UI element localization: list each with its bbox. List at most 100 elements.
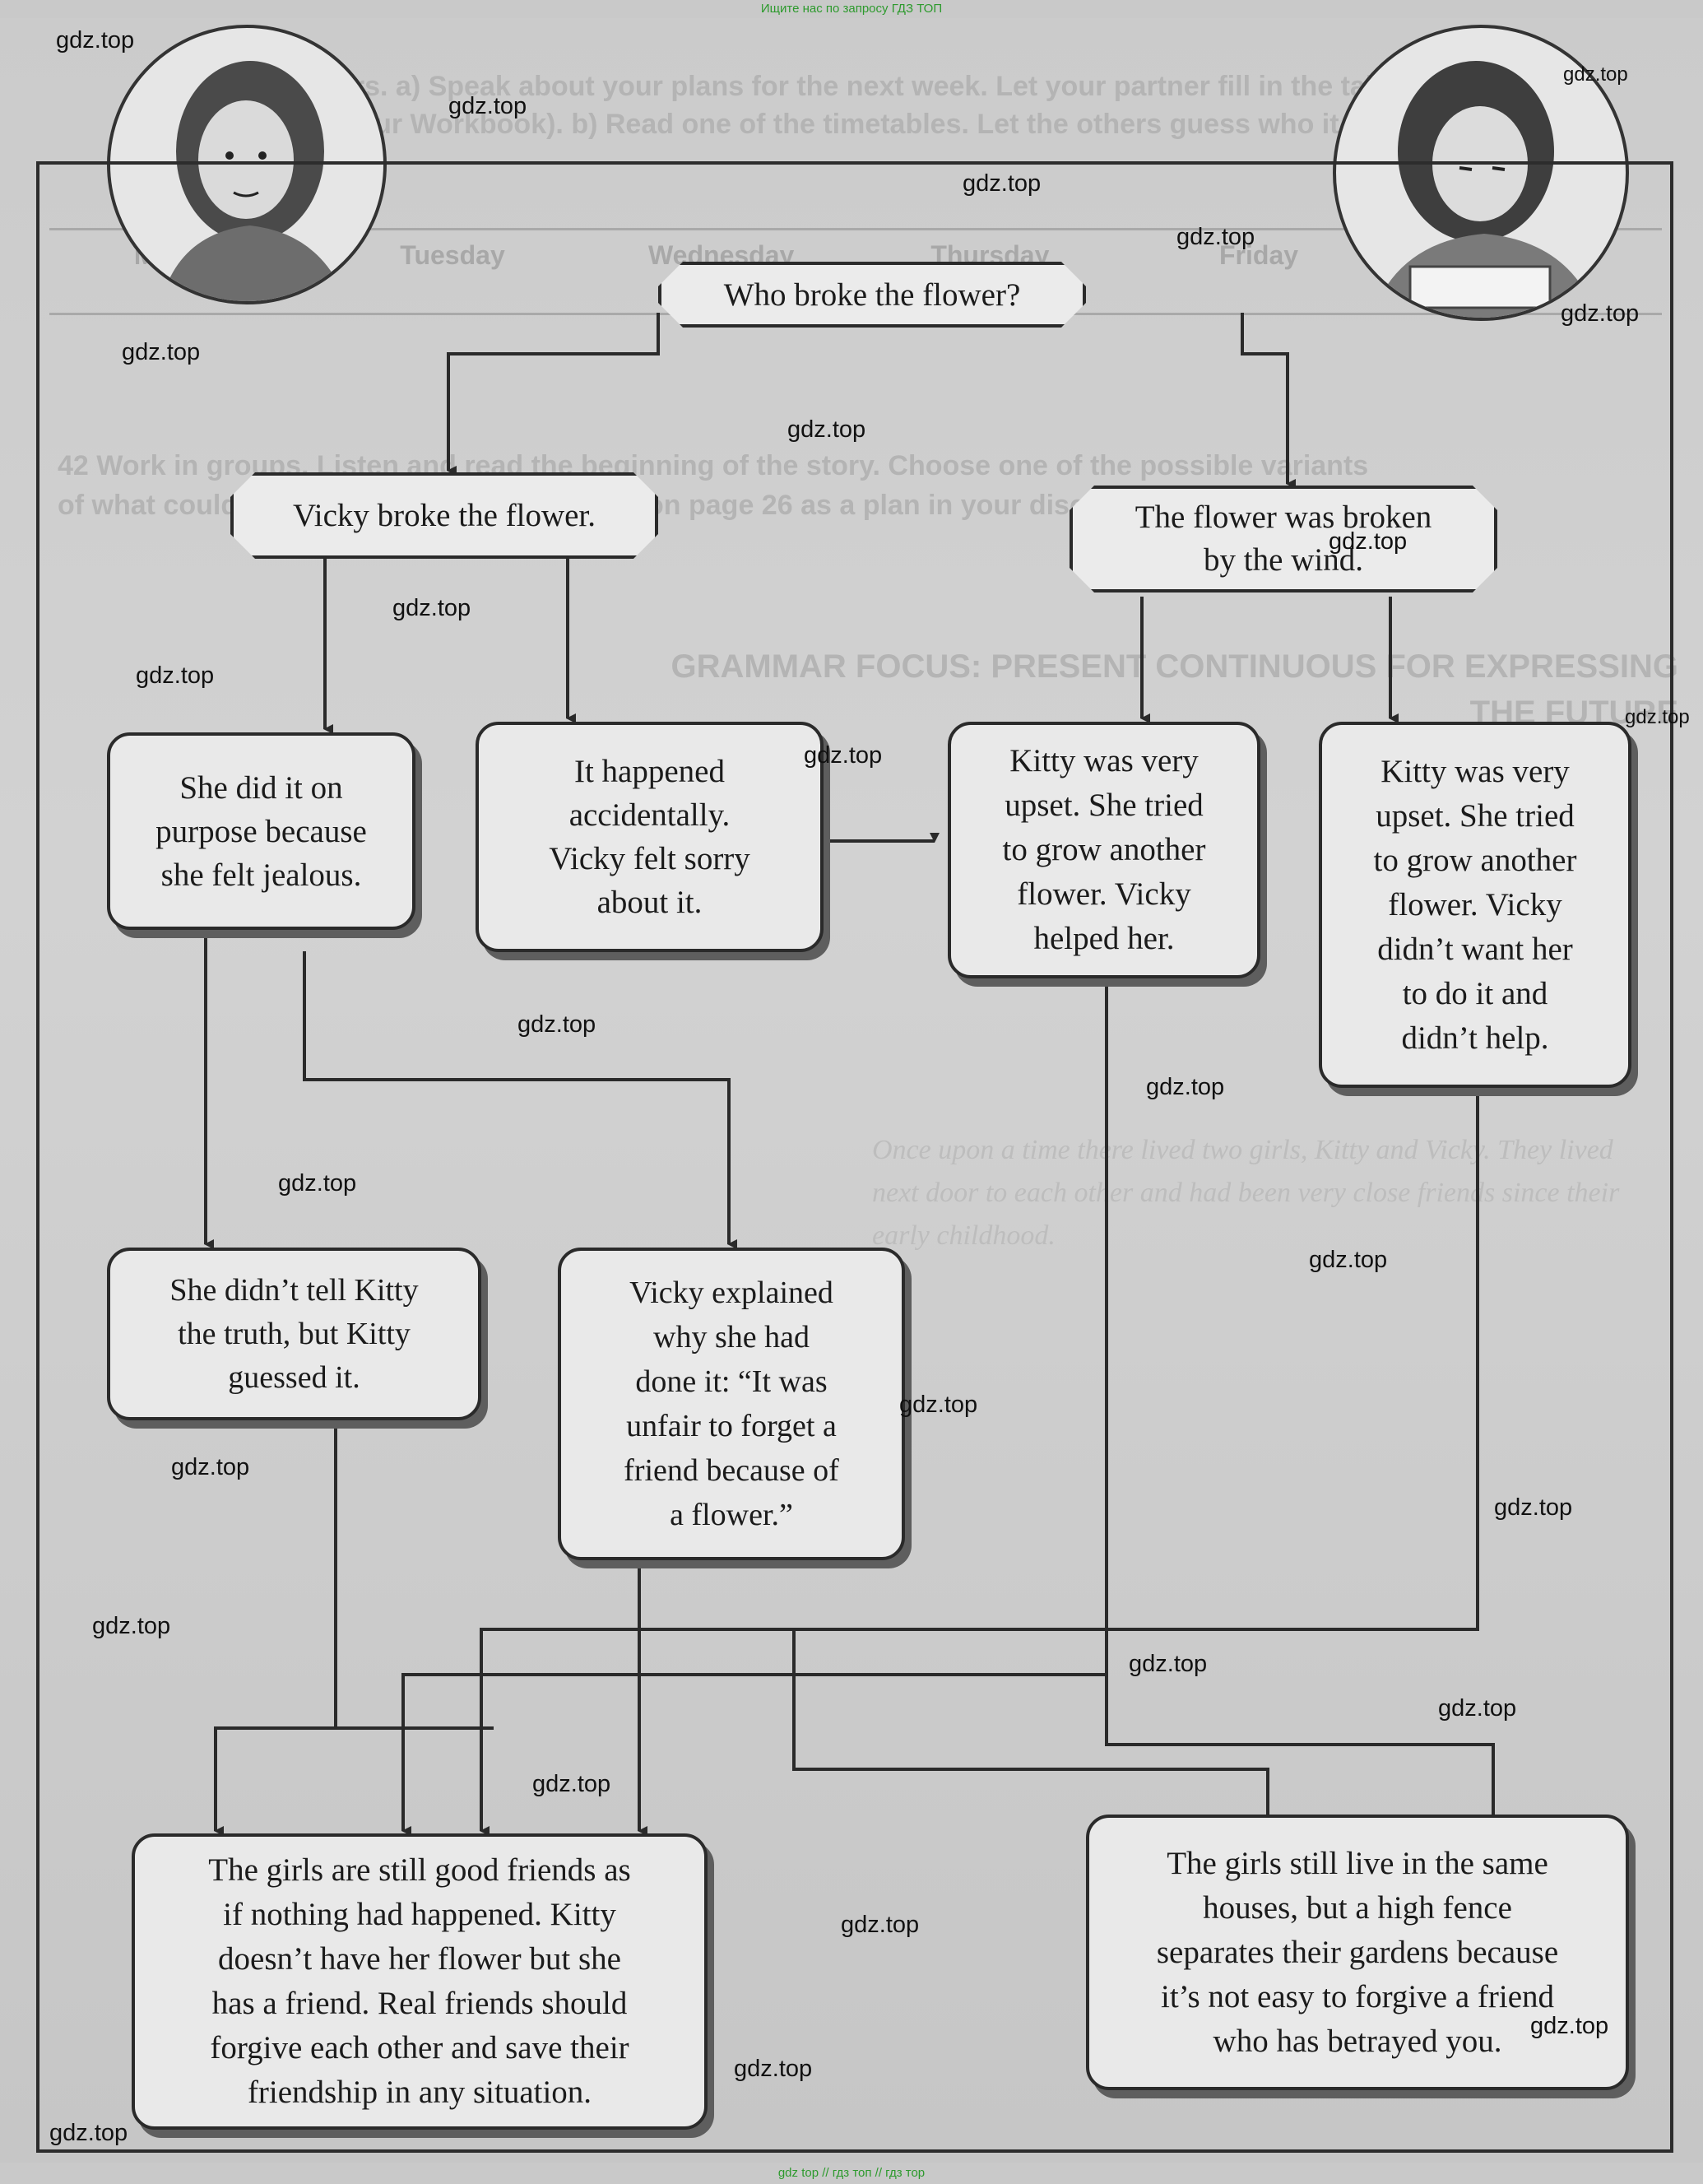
connector-bad-split bbox=[792, 1629, 1276, 1836]
right-a-line: to grow another bbox=[1002, 832, 1206, 867]
ending-fence-line: it’s not easy to forgive a friend bbox=[1161, 1978, 1554, 2014]
watermark: gdz.top bbox=[1494, 1494, 1573, 1521]
ending-friends-line: doesn’t have her flower but she bbox=[218, 1941, 621, 1977]
branch-left-box: Vicky broke the flower. bbox=[230, 472, 658, 559]
watermark: gdz.top bbox=[1129, 1651, 1208, 1677]
connector-right-b-end bbox=[480, 1096, 1479, 1836]
ending-fence-line: The girls still live in the same bbox=[1167, 1845, 1548, 1881]
watermark: gdz.top bbox=[963, 170, 1042, 197]
right-a-box: Kitty was very upset. She tried to grow … bbox=[948, 722, 1260, 978]
watermark: gdz.top bbox=[517, 1011, 596, 1038]
mid-b-line: Vicky explained bbox=[629, 1276, 833, 1310]
mid-a-line: guessed it. bbox=[228, 1359, 360, 1395]
watermark: gdz.top bbox=[1625, 706, 1690, 728]
mid-b-line: done it: “It was bbox=[635, 1364, 828, 1399]
connector-root-right bbox=[1241, 313, 1296, 489]
connector-right-a-end bbox=[401, 978, 1108, 1836]
kitty-portrait bbox=[107, 25, 387, 304]
left-a-line: she felt jealous. bbox=[160, 857, 362, 893]
right-a-line: Kitty was very bbox=[1009, 743, 1199, 778]
ending-fence-line: separates their gardens because bbox=[1156, 1934, 1559, 1970]
right-b-line: flower. Vicky bbox=[1388, 886, 1562, 922]
bottom-banner[interactable]: gdz top // гдз топ // гдз тор bbox=[777, 2166, 926, 2180]
mid-b-line: a flower.” bbox=[670, 1498, 793, 1532]
grammar-focus-title: GRAMMAR FOCUS: PRESENT CONTINUOUS FOR EX… bbox=[671, 648, 1678, 731]
watermark: gdz.top bbox=[899, 1392, 978, 1418]
right-a-line: flower. Vicky bbox=[1017, 876, 1191, 912]
right-b-line: didn’t help. bbox=[1401, 1020, 1549, 1056]
branch-left-text: Vicky broke the flower. bbox=[292, 498, 596, 533]
watermark: gdz.top bbox=[1561, 300, 1640, 327]
watermark: gdz.top bbox=[787, 416, 866, 443]
top-banner[interactable]: Ищите нас по запросу ГДЗ ТОП bbox=[760, 2, 943, 16]
watermark: gdz.top bbox=[1438, 1695, 1517, 1722]
mid-a-line: the truth, but Kitty bbox=[178, 1316, 411, 1351]
watermark: gdz.top bbox=[122, 339, 201, 365]
branch-right-line2: by the wind. bbox=[1204, 542, 1363, 578]
ending-friends-box: The girls are still good friends as if n… bbox=[132, 1833, 708, 2130]
ending-friends-line: has a friend. Real friends should bbox=[211, 1986, 628, 2021]
watermark: gdz.top bbox=[532, 1771, 611, 1797]
watermark: gdz.top bbox=[1329, 528, 1408, 555]
watermark: gdz.top bbox=[734, 2056, 813, 2082]
ending-fence-box: The girls still live in the same houses,… bbox=[1086, 1815, 1629, 2090]
left-a-line: purpose because bbox=[155, 813, 367, 849]
mid-a-line: She didn’t tell Kitty bbox=[169, 1272, 419, 1308]
exercise-41-text: 41 Work in pairs. a) Speak about your pl… bbox=[165, 71, 1570, 140]
right-b-box: Kitty was very upset. She tried to grow … bbox=[1319, 722, 1631, 1088]
watermark: gdz.top bbox=[1530, 2013, 1609, 2039]
watermark: gdz.top bbox=[804, 742, 883, 769]
ending-friends-line: forgive each other and save their bbox=[210, 2030, 629, 2066]
watermark: gdz.top bbox=[136, 662, 215, 689]
right-a-line: helped her. bbox=[1033, 921, 1175, 956]
left-b-line: Vicky felt sorry bbox=[549, 841, 750, 876]
scheme-frame bbox=[36, 161, 1673, 2153]
watermark: gdz.top bbox=[392, 595, 471, 621]
left-a-box: She did it on purpose because she felt j… bbox=[107, 732, 415, 930]
right-b-line: to do it and bbox=[1402, 975, 1548, 1011]
watermark: gdz.top bbox=[1309, 1247, 1388, 1273]
root-question-box: Who broke the flower? bbox=[658, 262, 1086, 328]
right-b-line: didn’t want her bbox=[1377, 931, 1573, 967]
root-question-text: Who broke the flower? bbox=[723, 276, 1021, 313]
branch-right-box: The flower was broken by the wind. bbox=[1070, 486, 1497, 592]
watermark: gdz.top bbox=[92, 1613, 171, 1639]
mid-b-line: unfair to forget a bbox=[626, 1409, 837, 1443]
ending-fence-line: houses, but a high fence bbox=[1203, 1889, 1512, 1926]
watermark: gdz.top bbox=[1146, 1074, 1225, 1100]
connector-root-left bbox=[447, 313, 660, 476]
left-a-line: She did it on bbox=[179, 769, 343, 806]
watermark: gdz.top bbox=[448, 93, 527, 119]
mid-b-line: friend because of bbox=[624, 1453, 839, 1488]
left-b-line: accidentally. bbox=[568, 797, 731, 833]
watermark: gdz.top bbox=[171, 1454, 250, 1480]
right-b-line: to grow another bbox=[1373, 842, 1577, 878]
mid-a-box: She didn’t tell Kitty the truth, but Kit… bbox=[107, 1248, 481, 1420]
ending-friends-line: friendship in any situation. bbox=[247, 2075, 592, 2110]
ending-fence-line: who has betrayed you. bbox=[1213, 2023, 1502, 2059]
mid-b-box: Vicky explained why she had done it: “It… bbox=[558, 1248, 905, 1560]
left-b-line: It happened bbox=[573, 754, 725, 789]
right-a-line: upset. She tried bbox=[1005, 788, 1204, 823]
watermark: gdz.top bbox=[56, 27, 135, 53]
textbook-page-background: 41 Work in pairs. a) Speak about your pl… bbox=[0, 18, 1703, 2163]
watermark: gdz.top bbox=[841, 1912, 920, 1938]
story-text: Once upon a time there lived two girls, … bbox=[872, 1135, 1620, 1251]
watermark: gdz.top bbox=[1176, 224, 1255, 250]
day-cell: Tuesday bbox=[400, 240, 505, 270]
connector-good-split bbox=[1105, 1675, 1501, 1836]
ending-friends-line: The girls are still good friends as bbox=[208, 1852, 631, 1888]
branch-right-line1: The flower was broken bbox=[1135, 500, 1432, 535]
left-b-box: It happened accidentally. Vicky felt sor… bbox=[476, 722, 824, 952]
connector-mid-a-end bbox=[214, 1419, 337, 1836]
right-b-line: upset. She tried bbox=[1376, 797, 1575, 834]
watermark: gdz.top bbox=[49, 2120, 128, 2146]
left-b-line: about it. bbox=[596, 885, 703, 920]
day-cell: Friday bbox=[1219, 240, 1299, 270]
watermark: gdz.top bbox=[278, 1170, 357, 1197]
girl-drawing-icon bbox=[161, 61, 347, 301]
watermark: gdz.top bbox=[1563, 63, 1628, 86]
ending-friends-line: if nothing had happened. Kitty bbox=[223, 1897, 616, 1932]
mid-b-line: why she had bbox=[653, 1320, 810, 1355]
